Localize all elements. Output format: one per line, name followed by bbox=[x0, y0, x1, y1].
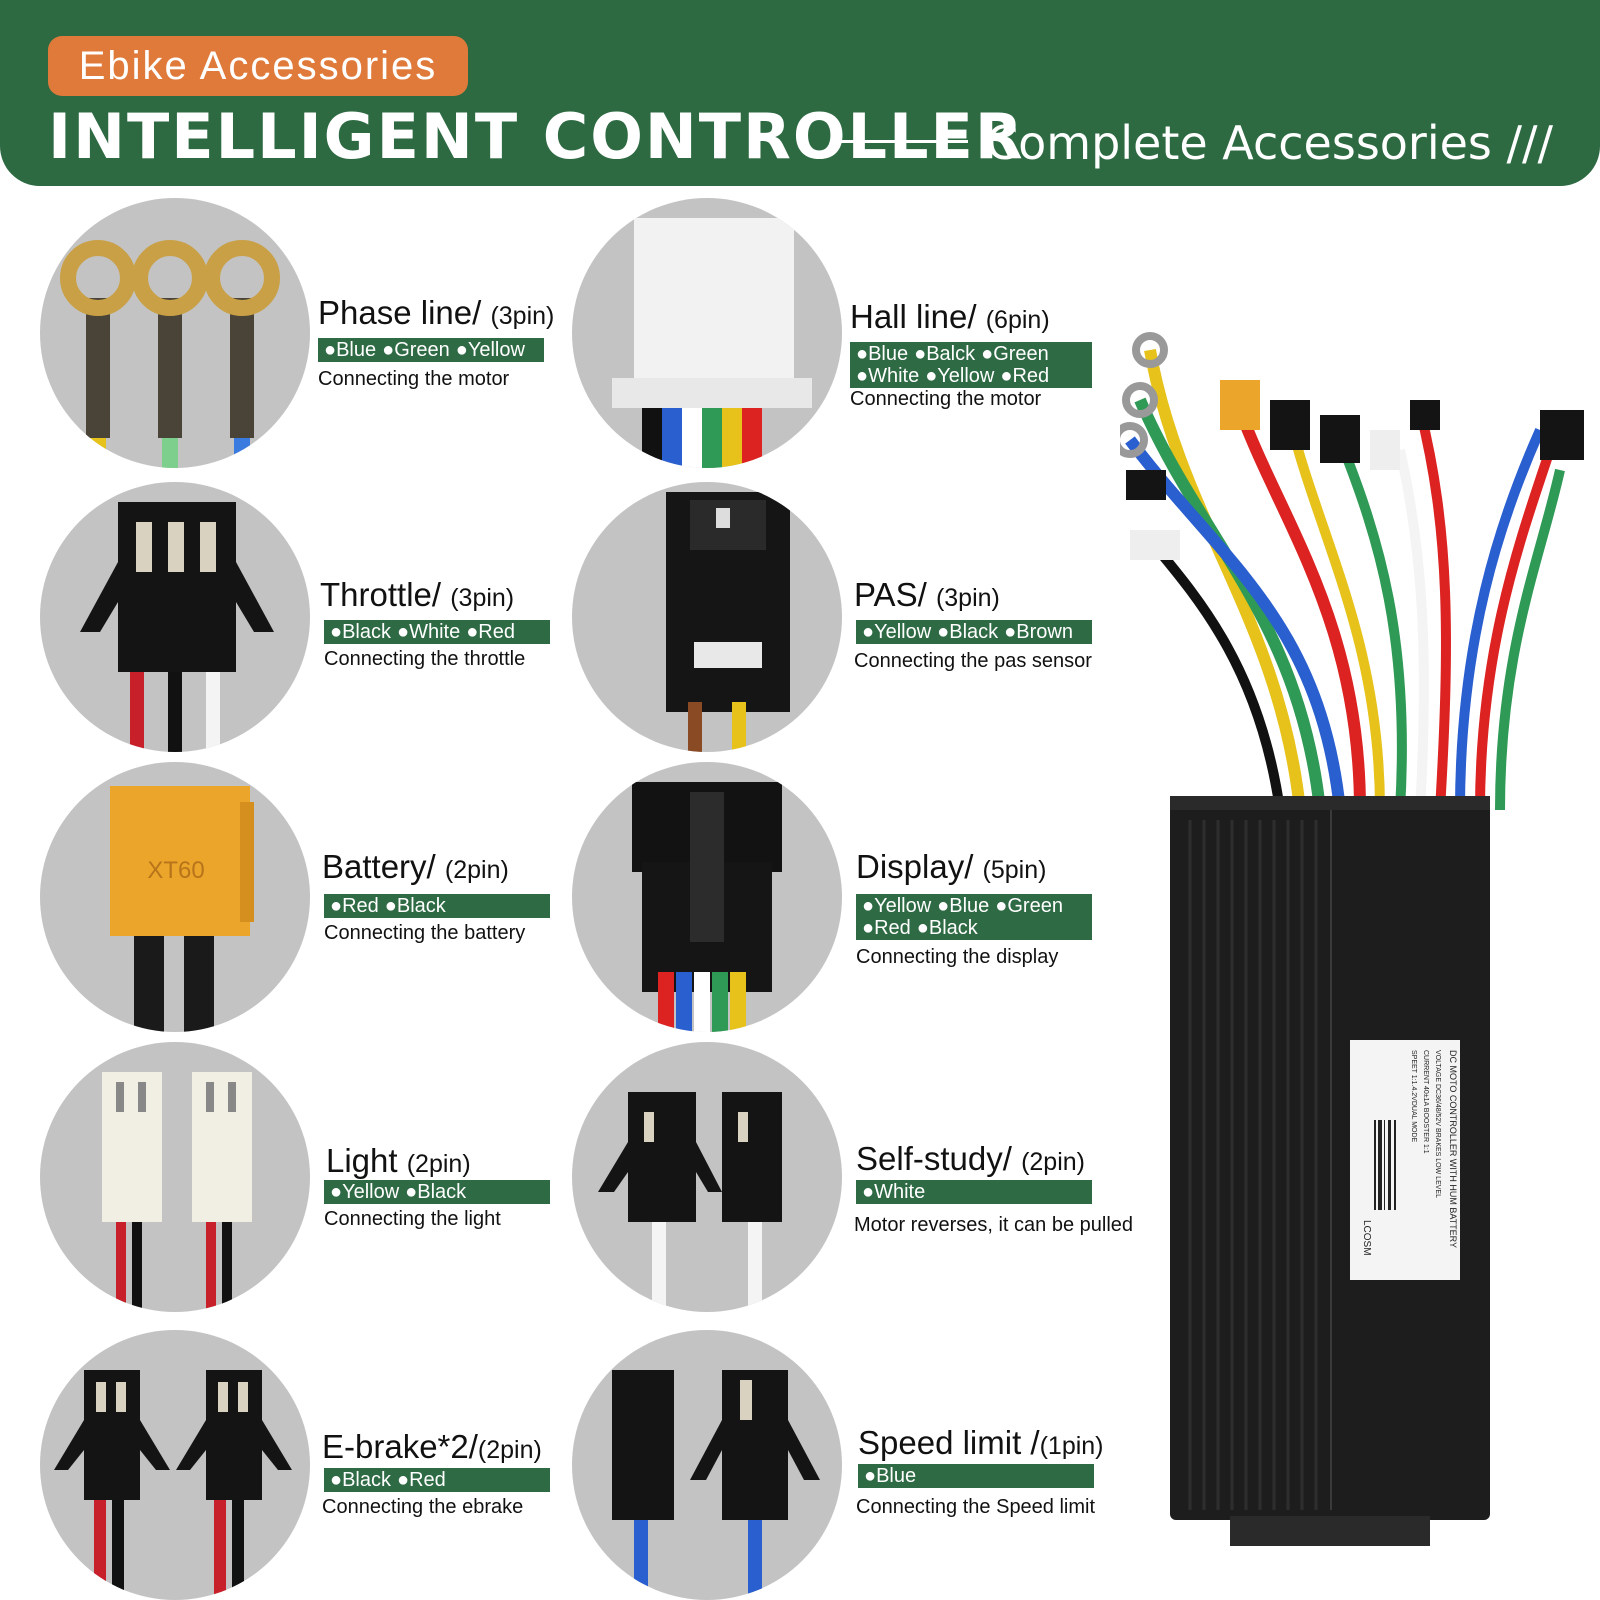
item-title-display: Display/ (5pin) bbox=[856, 848, 1047, 885]
ring-terminal-icon bbox=[1122, 382, 1158, 418]
hall-line-photo bbox=[572, 198, 842, 468]
self-study-photo bbox=[572, 1042, 842, 1312]
wire-colors-speed-limit: ●Blue bbox=[858, 1464, 1094, 1488]
wire-colors-hall-line: ●Blue●Balck●Green●White●Yellow●Red bbox=[850, 342, 1092, 388]
item-desc-speed-limit: Connecting the Speed limit bbox=[856, 1496, 1096, 1518]
pas-photo bbox=[572, 482, 842, 752]
throttle-photo bbox=[40, 482, 310, 752]
item-title-speed-limit: Speed limit /(1pin) bbox=[858, 1424, 1104, 1461]
item-title-pas: PAS/ (3pin) bbox=[854, 576, 1000, 613]
item-desc-throttle: Connecting the throttle bbox=[324, 648, 526, 670]
wire-colors-e-brake: ●Black●Red bbox=[324, 1468, 550, 1492]
battery-photo: XT60 bbox=[40, 762, 310, 1032]
title-divider bbox=[832, 140, 968, 143]
wire-colors-display: ●Yellow●Blue●Green●Red●Black bbox=[856, 894, 1092, 940]
wire-colors-throttle: ●Black●White●Red bbox=[324, 620, 550, 644]
item-desc-light: Connecting the light bbox=[324, 1208, 501, 1230]
ring-terminal-icon bbox=[1120, 422, 1148, 458]
wire-colors-pas: ●Yellow●Black●Brown bbox=[856, 620, 1092, 644]
item-title-self-study: Self-study/ (2pin) bbox=[856, 1140, 1085, 1177]
display-photo bbox=[572, 762, 842, 1032]
page-title: INTELLIGENT CONTROLLER bbox=[48, 100, 1025, 173]
item-title-battery: Battery/ (2pin) bbox=[322, 848, 509, 885]
item-desc-battery: Connecting the battery bbox=[324, 922, 526, 944]
item-title-throttle: Throttle/ (3pin) bbox=[320, 576, 515, 613]
ring-terminal-icon bbox=[1132, 332, 1168, 368]
controller-photo: DC MOTO CONTROLLER WITH HUM BATTERY VOLT… bbox=[1120, 320, 1590, 1560]
xt60-label: XT60 bbox=[147, 857, 204, 884]
item-title-e-brake: E-brake*2/(2pin) bbox=[322, 1428, 542, 1465]
controller-label-line2: VOLTAGE DC36/48/52V BRAKES LOW LEVEL bbox=[1434, 1050, 1441, 1198]
item-desc-e-brake: Connecting the ebrake bbox=[322, 1496, 524, 1518]
phase-line-photo bbox=[40, 198, 310, 468]
controller-brand: LCOSM bbox=[1361, 1220, 1372, 1256]
wire-colors-light: ●Yellow●Black bbox=[324, 1180, 550, 1204]
wire-colors-battery: ●Red●Black bbox=[324, 894, 550, 918]
item-title-hall-line: Hall line/ (6pin) bbox=[850, 298, 1050, 335]
wire-colors-phase-line: ●Blue●Green●Yellow bbox=[318, 338, 544, 362]
wire-colors-self-study: ●White bbox=[856, 1180, 1092, 1204]
item-desc-display: Connecting the display bbox=[856, 946, 1059, 968]
item-title-light: Light (2pin) bbox=[326, 1142, 471, 1179]
category-badge: Ebike Accessories bbox=[48, 36, 468, 96]
item-title-phase-line: Phase line/ (3pin) bbox=[318, 294, 555, 331]
light-photo bbox=[40, 1042, 310, 1312]
item-desc-hall-line: Connecting the motor bbox=[850, 388, 1042, 410]
item-desc-phase-line: Connecting the motor bbox=[318, 368, 510, 390]
item-desc-self-study: Motor reverses, it can be pulled bbox=[854, 1214, 1134, 1236]
controller-label-line1: DC MOTO CONTROLLER WITH HUM BATTERY bbox=[1448, 1050, 1458, 1248]
controller-label-line4: SPEET 1:1.4.2VDUAL MODE bbox=[1410, 1050, 1417, 1143]
item-desc-pas: Connecting the pas sensor bbox=[854, 650, 1092, 672]
e-brake-photo bbox=[40, 1330, 310, 1600]
controller-label-line3: CURRENT 40±1A BOOSTER 1:1 bbox=[1422, 1050, 1429, 1154]
page-subtitle: Complete Accessories /// bbox=[986, 116, 1554, 170]
speed-limit-photo bbox=[572, 1330, 842, 1600]
